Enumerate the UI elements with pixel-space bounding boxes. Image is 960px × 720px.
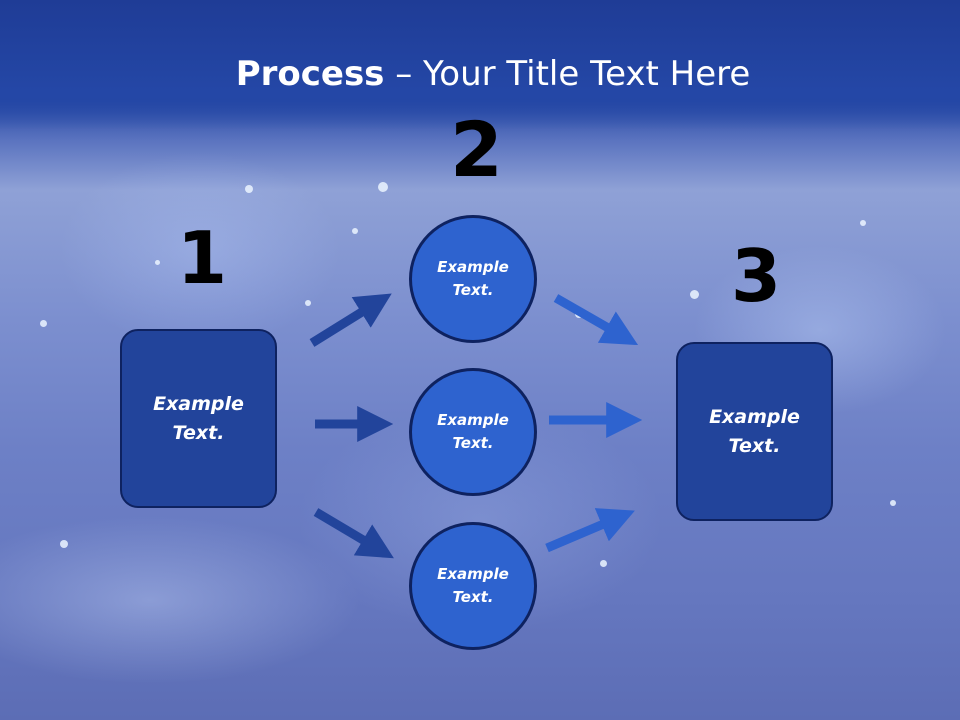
circle-top: Example Text. xyxy=(409,215,537,343)
sparkle xyxy=(600,560,607,567)
sparkle xyxy=(860,220,866,226)
title-band xyxy=(0,0,960,130)
step-number-1: 1 xyxy=(177,216,228,300)
sparkle xyxy=(352,228,358,234)
sparkle xyxy=(378,182,388,192)
slide-title: Process – Your Title Text Here xyxy=(0,52,960,96)
left-box-line2: Text. xyxy=(172,421,225,444)
circle-middle-line1: Example xyxy=(437,411,509,429)
sparkle xyxy=(245,185,253,193)
circle-bottom-line2: Text. xyxy=(452,588,494,606)
title-bold: Process xyxy=(235,54,385,94)
sparkle xyxy=(60,540,68,548)
sparkle xyxy=(305,300,311,306)
step-number-2: 2 xyxy=(450,105,503,194)
left-box-line1: Example xyxy=(153,392,244,415)
circle-middle-line2: Text. xyxy=(452,434,494,452)
circle-bottom: Example Text. xyxy=(409,522,537,650)
circle-middle: Example Text. xyxy=(409,368,537,496)
sparkle xyxy=(40,320,47,327)
arrow-bottom-to-right xyxy=(545,508,635,553)
right-box-line2: Text. xyxy=(728,434,781,457)
step-number-3: 3 xyxy=(731,234,782,318)
arrow-left-to-top xyxy=(309,293,392,347)
sparkle xyxy=(690,290,699,299)
arrow-left-to-bottom xyxy=(313,508,394,559)
right-box-line1: Example xyxy=(709,405,800,428)
left-box: Example Text. xyxy=(120,329,277,508)
circle-top-line2: Text. xyxy=(452,281,494,299)
arrow-top-to-right xyxy=(553,294,639,346)
sparkle xyxy=(155,260,160,265)
sparkle xyxy=(890,500,896,506)
circle-top-line1: Example xyxy=(437,258,509,276)
right-box: Example Text. xyxy=(676,342,833,521)
title-rest: – Your Title Text Here xyxy=(384,54,751,94)
circle-bottom-line1: Example xyxy=(437,565,509,583)
